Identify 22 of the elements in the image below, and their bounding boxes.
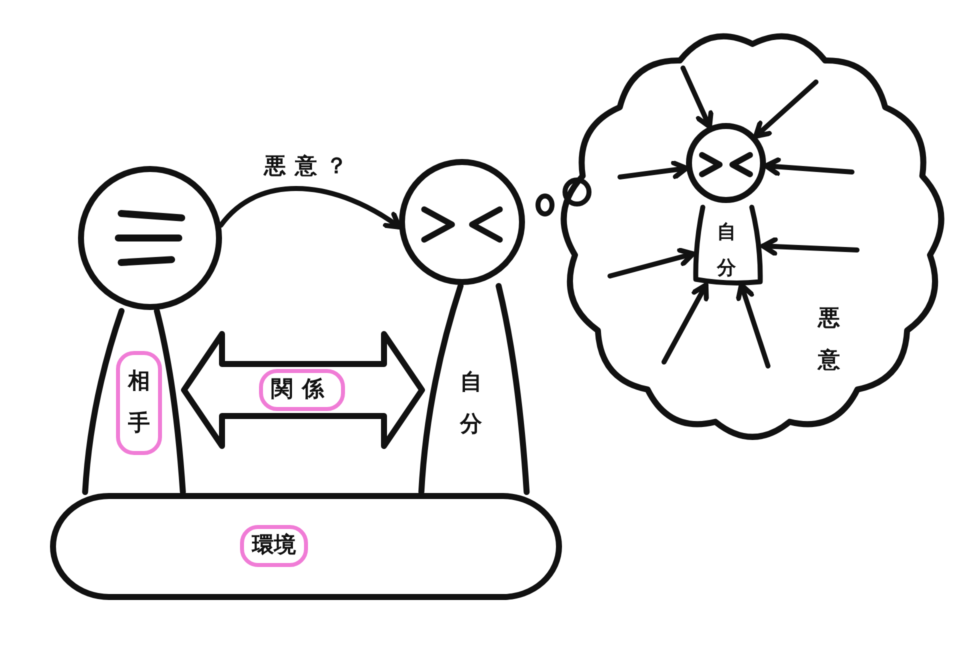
cloud-label: 悪意 <box>818 305 840 375</box>
body-label: 自分 <box>460 369 482 439</box>
arrow <box>736 282 770 368</box>
person-head <box>686 123 766 203</box>
arrow <box>608 248 696 278</box>
curved-arrow <box>218 186 402 230</box>
arrow <box>680 66 714 130</box>
thought-cloud <box>560 30 945 440</box>
person-head <box>78 166 222 310</box>
arrow <box>763 157 854 176</box>
person-head <box>399 159 525 285</box>
person-body <box>418 286 530 492</box>
edge-label: 関係 <box>259 369 345 411</box>
circled-label: 環境 <box>240 525 308 567</box>
arrow <box>618 160 689 180</box>
arrow <box>753 80 818 139</box>
person-body <box>693 204 763 285</box>
person-body <box>82 311 186 492</box>
body-label: 自分 <box>717 220 736 282</box>
circled-label: 相手 <box>116 351 162 455</box>
arrow <box>760 237 860 256</box>
arrow <box>662 282 709 364</box>
